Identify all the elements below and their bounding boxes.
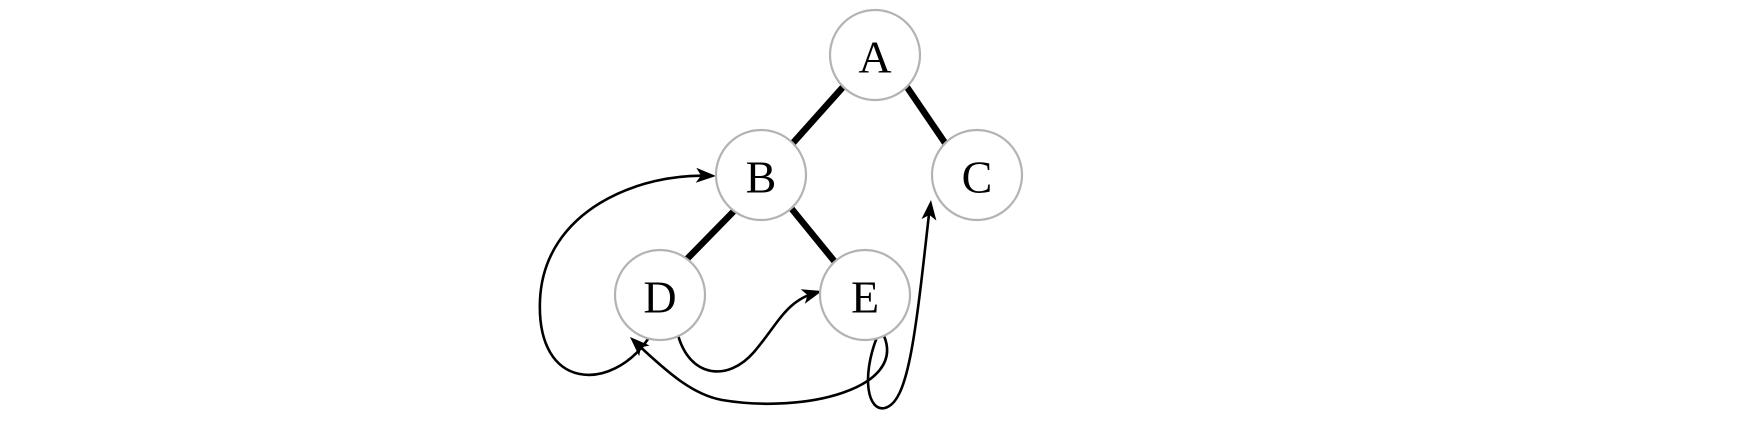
graph-node-e[interactable]: E — [818, 248, 912, 342]
node-label-c: C — [962, 152, 993, 203]
tree-edge-b-e — [787, 204, 839, 266]
node-label-d: D — [643, 272, 676, 323]
node-circle-e[interactable] — [818, 248, 912, 342]
node-label-a: A — [858, 32, 891, 83]
arrow-head-d-e — [800, 289, 822, 304]
arc-edge-d-b — [538, 167, 716, 377]
node-layer: A B C D E — [613, 8, 1024, 342]
graph-node-d[interactable]: D — [613, 248, 707, 342]
arc-edge-e-c — [866, 200, 937, 410]
arc-edge-path-d-b — [538, 174, 713, 377]
arc-edge-path-e-c — [866, 213, 931, 410]
graph-node-c[interactable]: C — [930, 128, 1024, 222]
node-circle-b[interactable] — [714, 128, 808, 222]
node-label-e: E — [851, 272, 879, 323]
node-circle-c[interactable] — [930, 128, 1024, 222]
tree-edge-layer — [683, 83, 949, 266]
arc-edge-d-e — [676, 289, 822, 373]
arc-edge-layer — [538, 167, 937, 410]
node-label-b: B — [746, 152, 777, 203]
arrow-head-d-b — [695, 167, 716, 183]
tree-edge-a-b — [789, 83, 847, 147]
node-circle-a[interactable] — [828, 8, 922, 102]
graph-node-a[interactable]: A — [828, 8, 922, 102]
tree-edge-a-c — [903, 83, 949, 147]
arrow-head-e-d — [630, 337, 650, 357]
graph-node-b[interactable]: B — [714, 128, 808, 222]
arc-edge-e-d — [630, 335, 889, 406]
arc-edge-path-d-e — [676, 290, 819, 373]
arrow-head-e-c — [921, 200, 937, 221]
node-circle-d[interactable] — [613, 248, 707, 342]
tree-edge-b-d — [683, 207, 738, 263]
arc-edge-path-e-d — [633, 335, 889, 406]
